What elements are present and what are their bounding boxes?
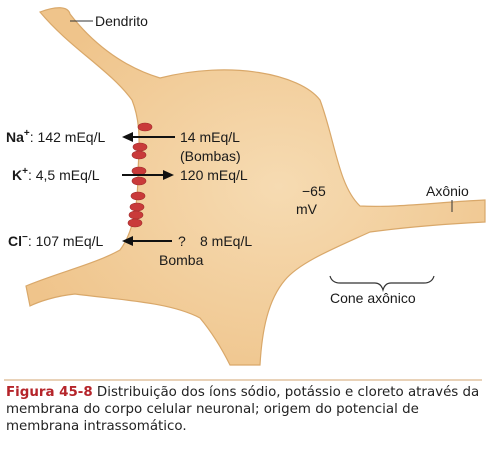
neuron-cell-body xyxy=(25,7,486,366)
ion-inside-conc: 8 mEq/L xyxy=(200,233,252,249)
pump xyxy=(137,122,153,132)
svg-text:Na+: 142 mEq/L: Na+: 142 mEq/L xyxy=(6,128,105,145)
ion-question: ? xyxy=(178,233,186,249)
pump xyxy=(130,191,146,201)
figure-number: Figura 45-8 xyxy=(6,385,93,400)
ion-outside-conc: : 107 mEq/L xyxy=(28,233,104,249)
figure-caption: Figura 45-8 Distribuição dos íons sódio,… xyxy=(6,384,482,435)
ion-symbol: K xyxy=(12,167,22,183)
caption-text: Distribuição dos íons sódio, potássio e … xyxy=(6,385,480,434)
axon-label: Axônio xyxy=(426,183,469,199)
ion-note: Bomba xyxy=(159,252,204,268)
axon-hillock-brace xyxy=(329,275,435,293)
ion-inside-conc: 14 mEq/L xyxy=(180,129,240,145)
ion-outside-conc: : 142 mEq/L xyxy=(30,129,106,145)
pump xyxy=(127,218,143,228)
pump xyxy=(131,176,147,186)
svg-text:K+: 4,5 mEq/L: K+: 4,5 mEq/L xyxy=(12,166,100,183)
ion-charge: + xyxy=(22,166,28,177)
ion-inside-conc: 120 mEq/L xyxy=(180,167,248,183)
pump xyxy=(128,210,144,220)
dendrite-label: Dendrito xyxy=(95,13,148,29)
ion-row-potassium: K+: 4,5 mEq/L 120 mEq/L xyxy=(12,166,248,183)
pump xyxy=(131,150,147,160)
pump xyxy=(131,166,147,176)
pump xyxy=(129,202,145,212)
potential-unit: mV xyxy=(296,201,318,217)
ion-row-sodium: Na+: 142 mEq/L 14 mEq/L (Bombas) xyxy=(6,128,241,164)
ion-note: (Bombas) xyxy=(180,148,241,164)
membrane-pumps xyxy=(127,122,153,228)
axon-hillock-label: Cone axônico xyxy=(330,290,416,306)
ion-row-chloride: Cl−: 107 mEq/L ? 8 mEq/L Bomba xyxy=(8,232,252,268)
potential-value: −65 xyxy=(302,183,326,199)
ion-symbol: Na xyxy=(6,129,24,145)
pump xyxy=(132,142,148,152)
caption-divider xyxy=(4,379,482,381)
ion-charge: + xyxy=(24,128,30,139)
ion-outside-conc: : 4,5 mEq/L xyxy=(28,167,100,183)
svg-text:Cl−: 107 mEq/L: Cl−: 107 mEq/L xyxy=(8,232,104,249)
ion-charge: − xyxy=(22,232,28,243)
ion-symbol: Cl xyxy=(8,233,22,249)
